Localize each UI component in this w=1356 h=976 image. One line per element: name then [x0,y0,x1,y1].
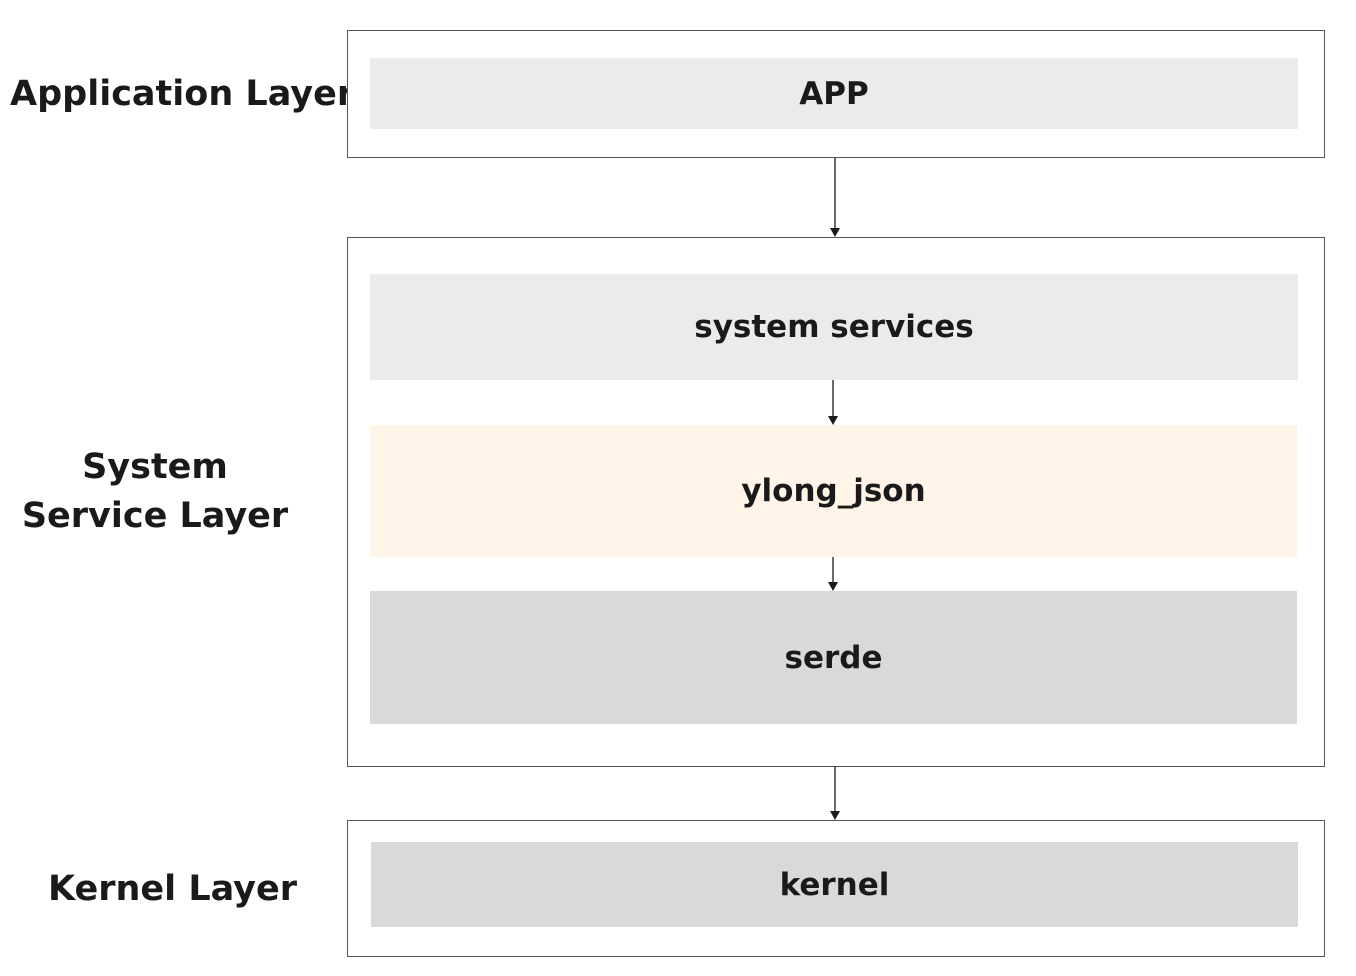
system-service-layer-label: System Service Layer [21,447,289,536]
kernel-block: kernel [371,842,1298,927]
arrow-system-to-kernel [830,767,840,820]
kernel-layer-label: Kernel Layer [48,869,297,909]
serde-block: serde [370,591,1297,724]
app-block: APP [370,58,1298,129]
application-layer-label: Application Layer [10,74,355,114]
system-services-block: system services [370,274,1298,380]
ylong-json-block: ylong_json [370,425,1297,557]
arrow-app-to-system [830,158,840,237]
